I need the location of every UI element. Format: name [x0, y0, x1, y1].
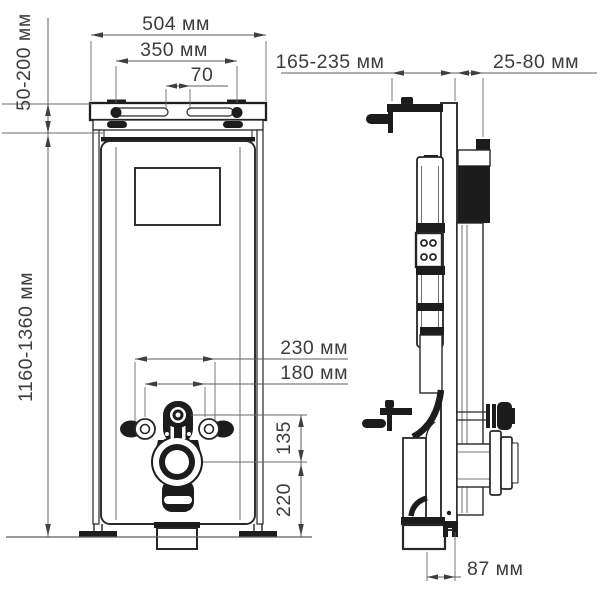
dimensions: 504 мм 350 мм 70 [2, 13, 597, 581]
dim-fixing-outer-label: 230 мм [280, 337, 348, 359]
dim-top-width: 504 мм [90, 13, 267, 101]
dim-bracket-depth-label: 165-235 мм [276, 51, 385, 73]
front-rail-right [256, 129, 264, 525]
dim-fixing-outer: 230 мм [134, 337, 348, 421]
flush-pipe [402, 334, 445, 519]
drain-sleeve-side [401, 510, 458, 551]
flush-plate-window [134, 167, 221, 226]
wall-bracket-top [366, 97, 443, 133]
dim-left-heights: 50-200 мм 1160-1360 мм [2, 13, 103, 537]
waste-outlet [153, 438, 201, 486]
dim-top-bracket-range-label: 50-200 мм [13, 13, 35, 110]
fixing-studs [120, 418, 234, 440]
dim-anchor-spacing-label: 350 мм [140, 39, 208, 61]
dim-fixing-inner: 180 мм [144, 362, 348, 417]
anchor-bolt-right [231, 107, 243, 118]
dim-fixing-inner-label: 180 мм [280, 362, 348, 384]
anchor-bolt-left [110, 107, 122, 118]
water-supply-stub [457, 402, 515, 430]
dim-slot-gap-label: 70 [191, 64, 214, 86]
drain-sleeve-front [154, 522, 200, 550]
fill-valve [414, 231, 444, 269]
front-upper-band [92, 119, 264, 137]
dim-outlet-offset-label: 87 мм [467, 558, 523, 580]
cistern-side [414, 155, 445, 348]
front-top-plate [88, 99, 268, 122]
dim-anchor-spacing: 350 мм [115, 39, 238, 103]
drain-coupling [456, 430, 519, 496]
dim-height-range-label: 1160-1360 мм [15, 272, 37, 402]
side-view [362, 97, 519, 551]
dim-right-heights: 135 220 [191, 414, 307, 537]
dim-outlet-floor-label: 220 [273, 483, 295, 517]
dim-wall-gap-label: 25-80 мм [493, 51, 579, 73]
foot-plate-right [239, 531, 277, 537]
dim-slot-gap: 70 [165, 64, 228, 110]
foot-plate-left [79, 531, 117, 537]
water-inlet [165, 402, 191, 428]
dim-outlet-offset: 87 мм [426, 532, 523, 581]
frame-feet [79, 524, 277, 537]
front-view [6, 99, 312, 550]
wall-bracket-bottom [362, 400, 412, 431]
dim-inlet-outlet-label: 135 [273, 421, 295, 455]
dim-top-width-label: 504 мм [142, 13, 210, 35]
dim-side-depths: 165-235 мм 25-80 мм [276, 51, 597, 137]
inlet-outlet-housing [151, 401, 203, 517]
front-rail-left [92, 129, 100, 525]
